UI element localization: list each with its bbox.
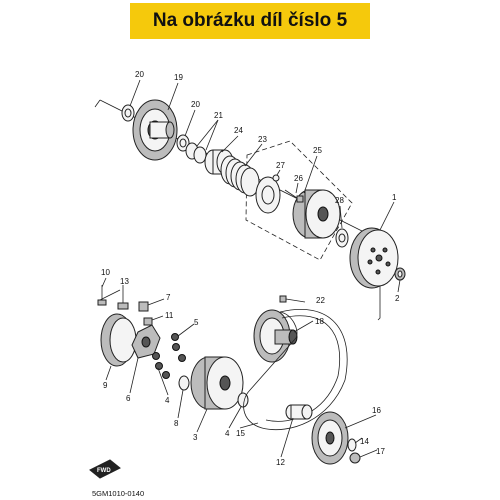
callout-14: 14 [360, 437, 369, 446]
callout-20b: 20 [191, 100, 200, 109]
part-holder-7 [138, 301, 149, 312]
part-clip-13 [117, 302, 129, 310]
part-washer-14 [347, 438, 357, 452]
part-washer-20b [176, 134, 190, 152]
outline-frame-left [99, 289, 121, 301]
banner-title: Na obrázku díl číslo 5 [152, 10, 348, 31]
callout-11: 11 [165, 311, 174, 320]
callout-13: 13 [120, 277, 129, 286]
part-cover-9 [100, 313, 137, 367]
callout-7: 7 [166, 293, 171, 302]
part-bearing-28 [335, 228, 349, 248]
callout-28: 28 [335, 196, 344, 205]
callout-18: 18 [315, 317, 324, 326]
part-collar-12 [285, 404, 313, 420]
callout-27: 27 [276, 161, 285, 170]
part-screw-22 [279, 295, 287, 303]
callout-12: 12 [276, 458, 285, 467]
callout-10: 10 [101, 268, 110, 277]
leader-lines [101, 79, 401, 458]
part-roller-set-5 [152, 333, 186, 379]
part-washer-8 [178, 375, 190, 391]
part-sliding-sheave-19 [132, 99, 178, 161]
callout-16: 16 [372, 406, 381, 415]
part-primary-sheave-3 [190, 356, 244, 410]
callout-22: 22 [316, 296, 325, 305]
callout-23: 23 [258, 135, 267, 144]
callout-25: 25 [313, 146, 322, 155]
callout-19: 19 [174, 73, 183, 82]
callout-26: 26 [294, 174, 303, 183]
part-clutch-carrier-25 [292, 189, 341, 239]
outline-frame-tick [94, 99, 101, 108]
part-bolt-26 [284, 189, 304, 203]
part-clutch-plate [255, 176, 281, 214]
callout-5: 5 [194, 318, 199, 327]
part-nut-27 [272, 174, 280, 182]
callout-8: 8 [174, 419, 179, 428]
part-spring-23 [220, 155, 260, 197]
callout-15: 15 [236, 429, 245, 438]
part-bolt-10 [97, 285, 107, 306]
part-slider-11 [143, 317, 153, 326]
callout-2: 2 [395, 294, 400, 303]
callout-20a: 20 [135, 70, 144, 79]
callout-4a: 4 [165, 396, 170, 405]
part-nut-17 [349, 452, 361, 464]
part-v-belt [243, 308, 348, 431]
part-clutch-housing-1 [349, 227, 399, 289]
part-cam-6 [131, 324, 161, 359]
callout-24: 24 [234, 126, 243, 135]
callout-21: 21 [214, 111, 223, 120]
part-fan-pulley-16 [311, 411, 349, 465]
part-fixed-sheave-18 [253, 309, 298, 363]
callout-6: 6 [126, 394, 131, 403]
callout-4b: 4 [225, 429, 230, 438]
part-nut-2 [394, 267, 406, 281]
callout-9: 9 [103, 381, 108, 390]
callout-17: 17 [376, 447, 385, 456]
callout-1: 1 [392, 193, 397, 202]
header-banner: Na obrázku díl číslo 5 [130, 3, 370, 39]
diagram-code: 5GM1010-0140 [92, 489, 144, 498]
fwd-label: FWD [97, 468, 111, 474]
fwd-arrow-icon: FWD [89, 459, 121, 479]
part-o-rings-21 [185, 142, 207, 164]
part-washer-20a [121, 104, 135, 122]
callout-3: 3 [193, 433, 198, 442]
